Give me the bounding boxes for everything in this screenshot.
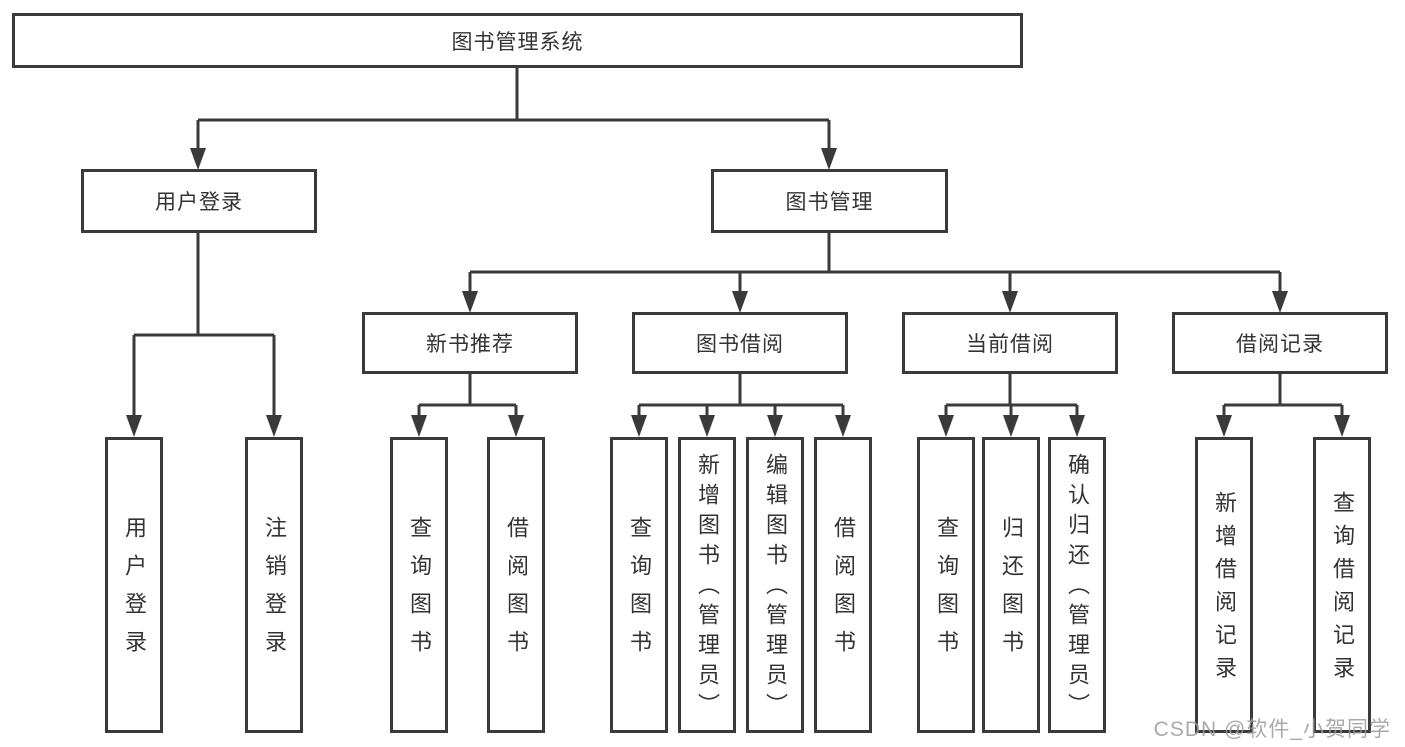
leaf-add-borrow-record-label: 新增借阅记录: [1212, 490, 1237, 689]
leaf-query-borrow-record-label: 查询借阅记录: [1330, 490, 1355, 689]
leaf-confirm-return-admin-label: 确认归还（管理员）: [1065, 453, 1090, 723]
leaf-edit-books-admin-label: 编辑图书（管理员）: [763, 453, 788, 723]
node-system-root: 图书管理系统: [12, 13, 1023, 68]
leaf-query-books-recommend: 查询图书: [390, 437, 448, 733]
csdn-watermark: CSDN @软件_小贺同学: [1153, 718, 1391, 741]
node-new-book-recommend-label: 新书推荐: [426, 333, 514, 356]
node-book-borrowing: 图书借阅: [632, 312, 848, 374]
leaf-borrow-books-recommend: 借阅图书: [487, 437, 545, 733]
arrowheads: [126, 148, 1350, 437]
node-new-book-recommend: 新书推荐: [362, 312, 578, 374]
node-borrowing-records-label: 借阅记录: [1236, 333, 1324, 356]
node-current-borrowing-label: 当前借阅: [966, 333, 1054, 356]
leaf-query-books-recommend-label: 查询图书: [407, 516, 432, 668]
leaf-confirm-return-admin: 确认归还（管理员）: [1048, 437, 1106, 733]
leaf-user-login: 用户登录: [105, 437, 163, 733]
leaf-borrow-books-borrowing-label: 借阅图书: [831, 516, 856, 668]
leaf-query-books-borrowing-label: 查询图书: [627, 516, 652, 668]
node-book-management-branch: 图书管理: [711, 169, 948, 233]
leaf-borrow-books-recommend-label: 借阅图书: [504, 516, 529, 668]
node-borrowing-records: 借阅记录: [1172, 312, 1388, 374]
leaf-return-books: 归还图书: [982, 437, 1040, 733]
node-user-login-branch-label: 用户登录: [155, 191, 243, 214]
leaf-borrow-books-borrowing: 借阅图书: [814, 437, 872, 733]
node-book-management-branch-label: 图书管理: [785, 191, 874, 214]
leaf-edit-books-admin: 编辑图书（管理员）: [746, 437, 804, 733]
node-user-login-branch: 用户登录: [81, 169, 317, 233]
leaf-query-books-current: 查询图书: [917, 437, 975, 733]
node-current-borrowing: 当前借阅: [902, 312, 1118, 374]
leaf-user-login-label: 用户登录: [122, 516, 147, 668]
leaf-return-books-label: 归还图书: [999, 516, 1024, 668]
leaf-query-books-borrowing: 查询图书: [610, 437, 668, 733]
leaf-logout: 注销登录: [245, 437, 303, 733]
leaf-add-borrow-record: 新增借阅记录: [1195, 437, 1253, 733]
node-book-borrowing-label: 图书借阅: [696, 333, 784, 356]
leaf-query-borrow-record: 查询借阅记录: [1313, 437, 1371, 733]
leaf-add-books-admin-label: 新增图书（管理员）: [695, 453, 720, 723]
connector-paths: [132, 68, 1344, 417]
leaf-query-books-current-label: 查询图书: [934, 516, 959, 668]
leaf-add-books-admin: 新增图书（管理员）: [678, 437, 736, 733]
leaf-logout-label: 注销登录: [262, 516, 287, 668]
node-system-root-label: 图书管理系统: [451, 30, 584, 54]
